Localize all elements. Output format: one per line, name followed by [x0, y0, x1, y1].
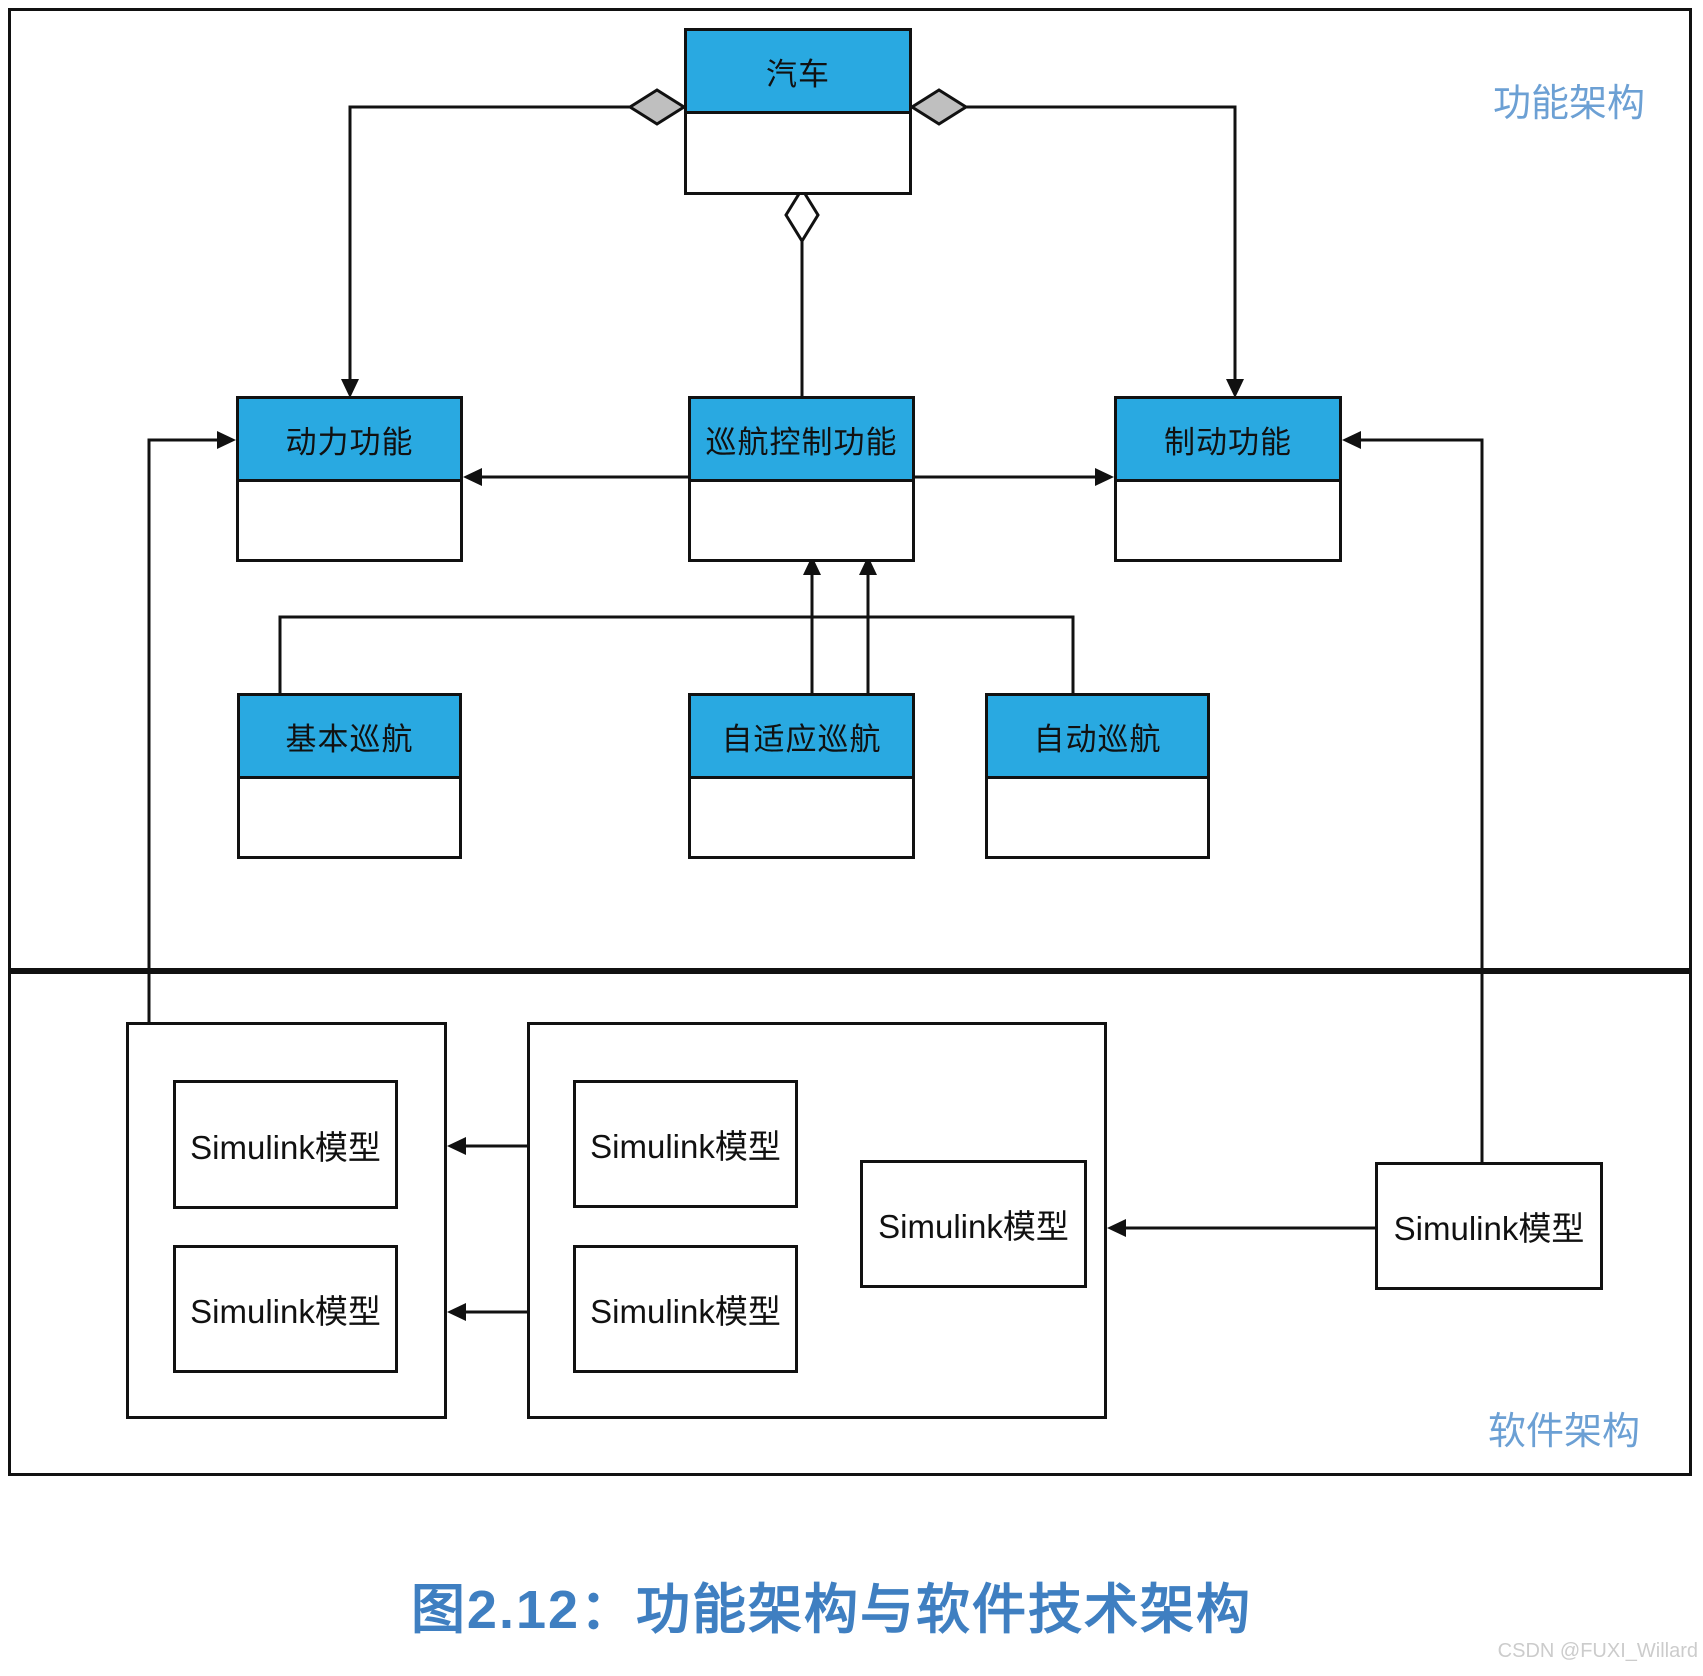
- edge-cruise-variant-bus: [278, 615, 1075, 693]
- edge-cruise-brake: [915, 468, 1114, 486]
- class-box-car: 汽车: [684, 28, 912, 195]
- class-box-power-body: [239, 482, 460, 559]
- arrowhead-down-icon: [341, 379, 359, 398]
- hollow-diamond-icon: [784, 186, 820, 244]
- simulink-model-middle-1: Simulink模型: [573, 1080, 798, 1208]
- arrowhead-left-icon: [1342, 431, 1361, 449]
- class-box-adaptive-cruise-title: 自适应巡航: [691, 696, 912, 779]
- edge-mid-to-left-bottom: [447, 1303, 527, 1321]
- class-box-car-title: 汽车: [687, 31, 909, 114]
- functional-architecture-section: [8, 8, 1692, 971]
- class-box-basic-cruise: 基本巡航: [237, 693, 462, 859]
- edge-adaptive-cruise-up: [803, 556, 877, 693]
- aggregation-diamond-icon: [909, 88, 969, 126]
- class-box-car-body: [687, 114, 909, 192]
- class-box-brake-body: [1117, 482, 1339, 559]
- arrowhead-right-icon: [1095, 468, 1114, 486]
- arrowhead-left-icon: [1107, 1219, 1126, 1237]
- arrowhead-left-icon: [447, 1137, 466, 1155]
- aggregation-diamond-icon: [627, 88, 687, 126]
- functional-architecture-label: 功能架构: [1492, 83, 1645, 125]
- edge-car-power: [341, 88, 687, 398]
- arrowhead-up-icon: [859, 556, 877, 575]
- simulink-model-left-2: Simulink模型: [173, 1245, 398, 1373]
- simulink-model-right: Simulink模型: [1375, 1162, 1603, 1290]
- class-box-basic-cruise-body: [240, 779, 459, 856]
- class-box-brake-title: 制动功能: [1117, 399, 1339, 482]
- class-box-cruise-control: 巡航控制功能: [688, 396, 915, 562]
- class-box-power-title: 动力功能: [239, 399, 460, 482]
- software-architecture-label: 软件架构: [1487, 1411, 1640, 1453]
- arrowhead-left-icon: [463, 468, 482, 486]
- class-box-auto-cruise: 自动巡航: [985, 693, 1210, 859]
- class-box-adaptive-cruise: 自适应巡航: [688, 693, 915, 859]
- simulink-model-left-1: Simulink模型: [173, 1080, 398, 1209]
- edge-car-cruise-control: [784, 186, 820, 396]
- edge-car-brake: [909, 88, 1244, 398]
- edge-right-to-mid: [1107, 1219, 1375, 1237]
- edge-mid-to-left-top: [447, 1137, 527, 1155]
- class-box-auto-cruise-body: [988, 779, 1207, 856]
- class-box-basic-cruise-title: 基本巡航: [240, 696, 459, 779]
- class-box-brake: 制动功能: [1114, 396, 1342, 562]
- class-box-cruise-control-body: [691, 482, 912, 559]
- simulink-model-middle-2: Simulink模型: [573, 1245, 798, 1373]
- simulink-model-middle-3: Simulink模型: [860, 1160, 1087, 1288]
- edge-cruise-power: [463, 468, 688, 486]
- arrowhead-left-icon: [447, 1303, 466, 1321]
- arrowhead-down-icon: [1226, 379, 1244, 398]
- class-box-adaptive-cruise-body: [691, 779, 912, 856]
- software-architecture-section: [8, 971, 1692, 1476]
- class-box-auto-cruise-title: 自动巡航: [988, 696, 1207, 779]
- edge-software-left-power: [147, 431, 236, 1022]
- arrowhead-up-icon: [803, 556, 821, 575]
- figure-caption: 图2.12：功能架构与软件技术架构: [410, 1580, 1253, 1640]
- class-box-cruise-control-title: 巡航控制功能: [691, 399, 912, 482]
- edge-software-right-brake: [1342, 431, 1484, 1162]
- watermark: CSDN @FUXI_Willard: [1497, 1640, 1698, 1662]
- class-box-power: 动力功能: [236, 396, 463, 562]
- arrowhead-right-icon: [217, 431, 236, 449]
